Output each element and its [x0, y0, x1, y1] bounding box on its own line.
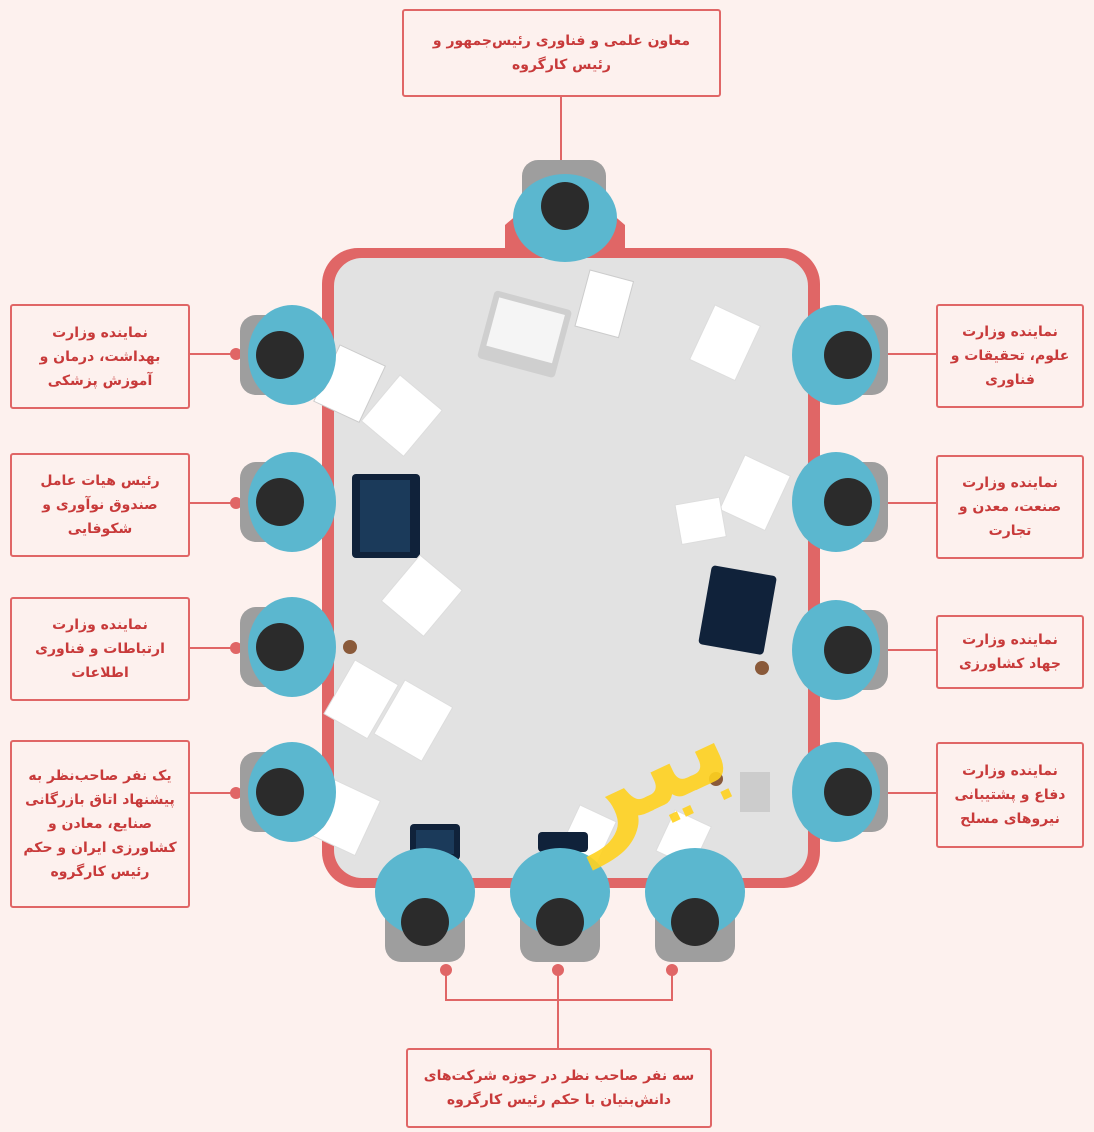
box-left-4: یک نفر صاحب‌نظر به پیشنهاد اتاق بازرگانی…: [10, 740, 190, 908]
table-top: [334, 258, 808, 878]
box-bottom: سه نفر صاحب نظر در حوزه شرکت‌های دانش‌بن…: [406, 1048, 712, 1128]
people: [240, 160, 888, 962]
box-left-3: نماینده وزارت ارتباطات و فناوری اطلاعات: [10, 597, 190, 701]
box-left-2: رئیس هیات عامل صندوق نوآوری و شکوفایی: [10, 453, 190, 557]
box-right-1: نماینده وزارت علوم، تحقیقات و فناوری: [936, 304, 1084, 408]
box-right-3: نماینده وزارت جهاد کشاورزی: [936, 615, 1084, 689]
table-items: [308, 269, 791, 869]
box-top: معاون علمی و فناوری رئیس‌جمهور و رئیس کا…: [402, 9, 721, 97]
box-left-1: نماینده وزارت بهداشت، درمان و آموزش پزشک…: [10, 304, 190, 409]
box-right-2: نماینده وزارت صنعت، معدن و تجارت: [936, 455, 1084, 559]
box-right-4: نماینده وزارت دفاع و پشتیبانی نیروهای مس…: [936, 742, 1084, 848]
